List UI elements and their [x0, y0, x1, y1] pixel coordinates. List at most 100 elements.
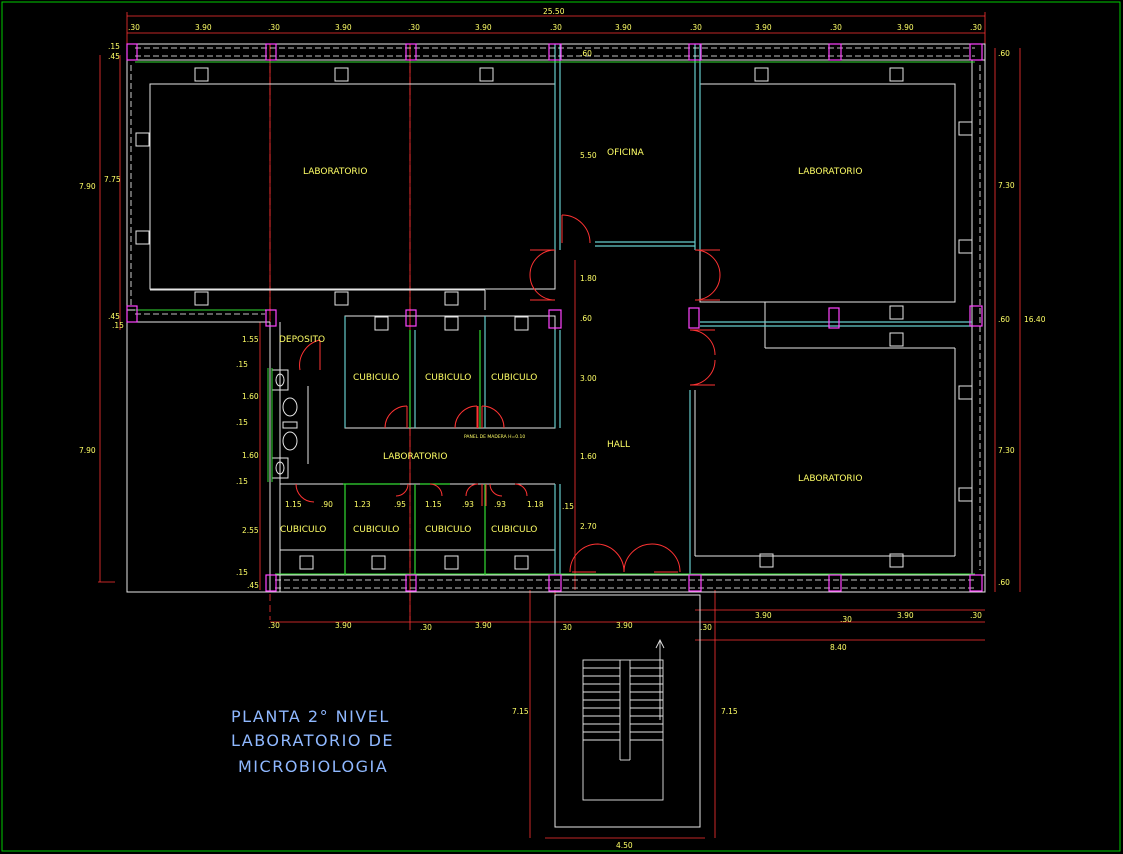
drawing-title-line-2: LABORATORIO DE	[231, 731, 394, 750]
doors	[295, 214, 721, 573]
dim-cubicle-seg: 1.18	[527, 500, 544, 509]
dim-left-inner: .45	[108, 312, 120, 321]
dim-top-seg: .30	[408, 23, 420, 32]
room-label-oficina: OFICINA	[607, 148, 645, 158]
room-label-cubiculo-5: CUBICULO	[353, 525, 399, 535]
dim-cubicle-seg: .90	[321, 500, 333, 509]
dim-cubicle-seg: 1.15	[425, 500, 442, 509]
dim-left-inner-b: .15	[236, 418, 248, 427]
windows	[130, 47, 981, 589]
dim-top-total: 25.50	[543, 7, 565, 16]
dim-bottom-seg: .30	[560, 623, 572, 632]
room-label-deposito: DEPOSITO	[279, 335, 325, 345]
dim-bottom-right-seg: .30	[840, 615, 852, 624]
dim-bottom-seg: .30	[268, 621, 280, 630]
dim-top-seg: .30	[970, 23, 982, 32]
dim-hall-seg: 5.50	[580, 151, 597, 160]
dim-top-seg: .30	[268, 23, 280, 32]
room-label-lab-center: LABORATORIO	[383, 452, 447, 462]
panel-label: PANEL DE MADERA H=0.10	[464, 434, 525, 440]
dim-left-outer: 7.90	[79, 446, 96, 455]
dim-hall: .60 5.50 1.80 .60 3.00 1.60 .15 2.70	[562, 49, 597, 531]
dim-left-inner-b: .15	[236, 477, 248, 486]
dim-bottom: .30 3.90 .30 3.90 .30 3.90 .30 3.90 .30 …	[268, 611, 982, 850]
room-label-cubiculo-3: CUBICULO	[491, 373, 537, 383]
window-glazing	[135, 61, 975, 575]
room-label-cubiculo-2: CUBICULO	[425, 373, 471, 383]
toilet-fixtures	[271, 369, 309, 479]
dim-bottom-right-seg: .30	[970, 611, 982, 620]
dim-stair-left: 7.15	[512, 707, 529, 716]
room-label-cubiculo-6: CUBICULO	[425, 525, 471, 535]
dim-bottom-seg: 3.90	[475, 621, 492, 630]
dim-left-inner-b: 1.60	[242, 392, 259, 401]
dim-hall-seg: .15	[562, 502, 574, 511]
drawing-title-line-1: PLANTA 2° NIVEL	[231, 707, 390, 726]
dim-right-outer: 16.40	[1024, 315, 1046, 324]
dim-cubicle-seg: .95	[394, 500, 406, 509]
dim-cubicle-seg: 1.15	[285, 500, 302, 509]
dim-left-outer: 7.90	[79, 182, 96, 191]
dim-left-inner-b: 1.60	[242, 451, 259, 460]
dim-top-seg: 3.90	[195, 23, 212, 32]
dim-top-seg: 3.90	[755, 23, 772, 32]
dim-left-inner-b: .15	[236, 360, 248, 369]
dim-bottom-seg: 3.90	[616, 621, 633, 630]
dim-left-inner-b: 2.55	[242, 526, 259, 535]
dim-left-inner-b: .15	[236, 568, 248, 577]
dim-bottom-seg: .30	[420, 623, 432, 632]
dim-right-inner: .60	[998, 578, 1010, 587]
dim-left-inner: .15	[112, 321, 124, 330]
room-label-lab-top-right: LABORATORIO	[798, 167, 862, 177]
dim-bottom-right-seg: 3.90	[755, 611, 772, 620]
dim-right-inner: .60	[998, 49, 1010, 58]
dim-cubicle-row: 1.15 .90 1.23 .95 1.15 .93 .93 1.18	[285, 500, 544, 509]
dim-bottom-seg: .30	[700, 623, 712, 632]
columns	[126, 43, 983, 592]
dim-right: 16.40 .60 7.30 .60 7.30 .60	[998, 49, 1046, 587]
dim-left-inner-b: 1.55	[242, 335, 259, 344]
dim-top-seg: 3.90	[475, 23, 492, 32]
dim-hall-seg: .60	[580, 49, 592, 58]
toilet-partitions	[267, 368, 273, 482]
dim-top-seg: 3.90	[897, 23, 914, 32]
stair	[582, 638, 665, 801]
dim-top-seg: .30	[690, 23, 702, 32]
room-label-cubiculo-7: CUBICULO	[491, 525, 537, 535]
drawing-title-line-3: MICROBIOLOGIA	[238, 757, 388, 776]
room-label-lab-bottom-right: LABORATORIO	[798, 474, 862, 484]
room-label-cubiculo-1: CUBICULO	[353, 373, 399, 383]
dim-top-seg: .30	[830, 23, 842, 32]
dim-cubicle-seg: .93	[462, 500, 474, 509]
dim-top-segments: .30 3.90 .30 3.90 .30 3.90 .30 3.90 .30 …	[128, 23, 982, 32]
dim-top-seg: 3.90	[335, 23, 352, 32]
room-label-hall: HALL	[607, 440, 630, 450]
dim-right-inner: 7.30	[998, 181, 1015, 190]
dim-cubicle-seg: .93	[494, 500, 506, 509]
dim-bottom-seg: 3.90	[335, 621, 352, 630]
dim-top-seg: .30	[550, 23, 562, 32]
dim-top-seg: 3.90	[615, 23, 632, 32]
dim-hall-seg: 2.70	[580, 522, 597, 531]
walls-cyan	[344, 44, 972, 575]
dim-hall-seg: 3.00	[580, 374, 597, 383]
room-label-lab-top-left: LABORATORIO	[303, 167, 367, 177]
dim-bottom-right-total: 8.40	[830, 643, 847, 652]
dim-left-inner-b: .45	[247, 581, 259, 590]
dim-hall-seg: 1.60	[580, 452, 597, 461]
dim-top-seg: .30	[128, 23, 140, 32]
dim-left-inner: .15	[108, 42, 120, 51]
dim-right-inner: 7.30	[998, 446, 1015, 455]
dim-left-inner: .45	[108, 52, 120, 61]
dim-stair-right: 7.15	[721, 707, 738, 716]
furniture	[135, 67, 973, 570]
dim-bottom-right-seg: 3.90	[897, 611, 914, 620]
dim-right-inner: .60	[998, 315, 1010, 324]
room-label-cubiculo-4: CUBICULO	[280, 525, 326, 535]
dim-left: 7.90 7.90 .15 .45 7.75 .45 .15 1.55 .15 …	[79, 42, 259, 590]
dim-left-inner: 7.75	[104, 175, 121, 184]
dim-hall-seg: 1.80	[580, 274, 597, 283]
dim-stair-width: 4.50	[616, 841, 633, 850]
